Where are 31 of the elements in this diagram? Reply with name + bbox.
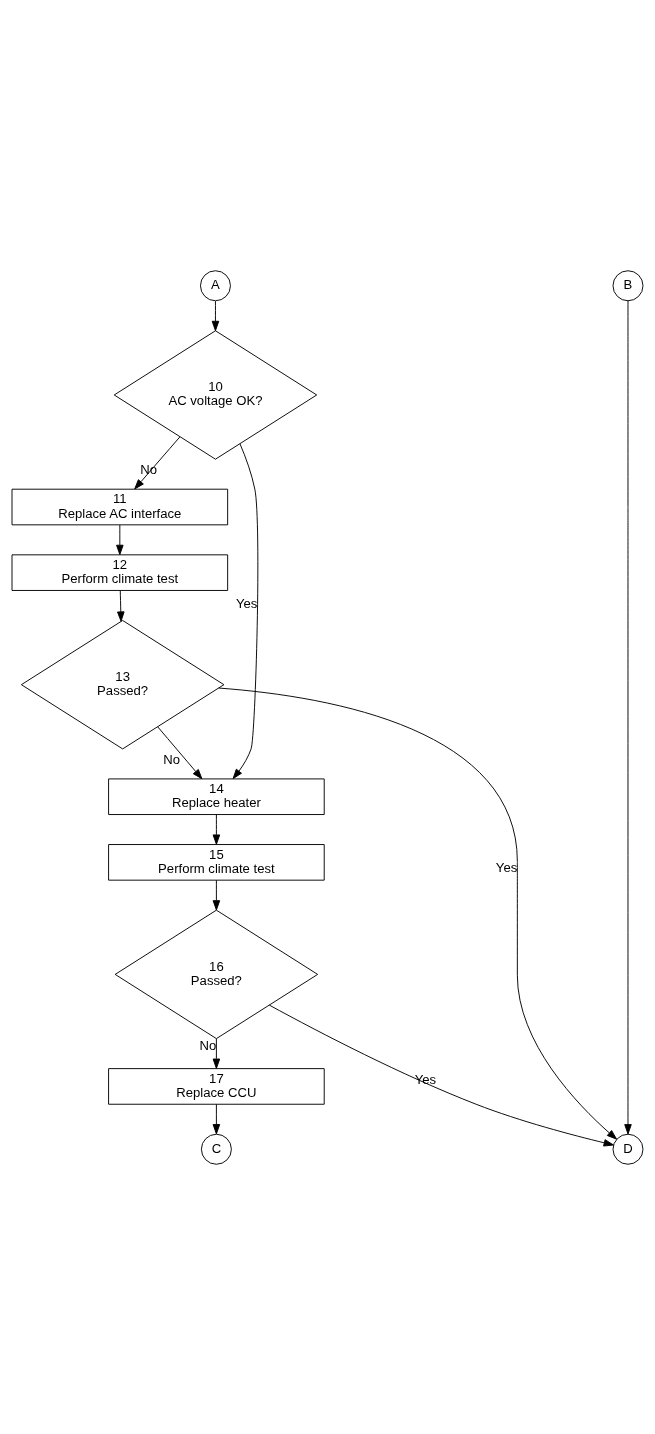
arrow — [212, 879, 221, 910]
node-box: 15 Perform climate test — [108, 843, 325, 881]
arrow — [212, 1103, 221, 1134]
node-circle: D — [612, 1133, 644, 1165]
node-diamond: 16 Passed? — [114, 909, 319, 1039]
node-circle: A — [200, 269, 231, 301]
node-box: 17 Replace CCU — [108, 1067, 325, 1105]
node-diamond: 13 Passed? — [20, 619, 225, 749]
arrow — [134, 435, 181, 489]
arrow — [157, 726, 203, 779]
edge-label: Yes — [235, 595, 258, 611]
edge-label: No — [163, 751, 181, 767]
edge-label: No — [199, 1037, 217, 1053]
arrow — [212, 813, 221, 845]
arrow — [218, 687, 618, 1140]
edge-label: Yes — [495, 859, 518, 875]
arrow — [232, 442, 259, 779]
node-box: 11 Replace AC interface — [11, 488, 229, 525]
arrow — [212, 1037, 221, 1069]
arrow — [268, 1004, 614, 1146]
node-circle: C — [200, 1133, 232, 1165]
arrow — [624, 299, 632, 1134]
node-box: 14 Replace heater — [108, 777, 325, 815]
arrow — [117, 589, 125, 622]
node-box: 12 Perform climate test — [11, 553, 229, 591]
node-diamond: 10 AC voltage OK? — [113, 329, 318, 460]
arrow — [116, 524, 124, 555]
arrow — [211, 300, 220, 331]
edge-label: Yes — [414, 1071, 437, 1087]
node-circle: B — [612, 269, 644, 301]
edge-label: No — [140, 461, 157, 477]
